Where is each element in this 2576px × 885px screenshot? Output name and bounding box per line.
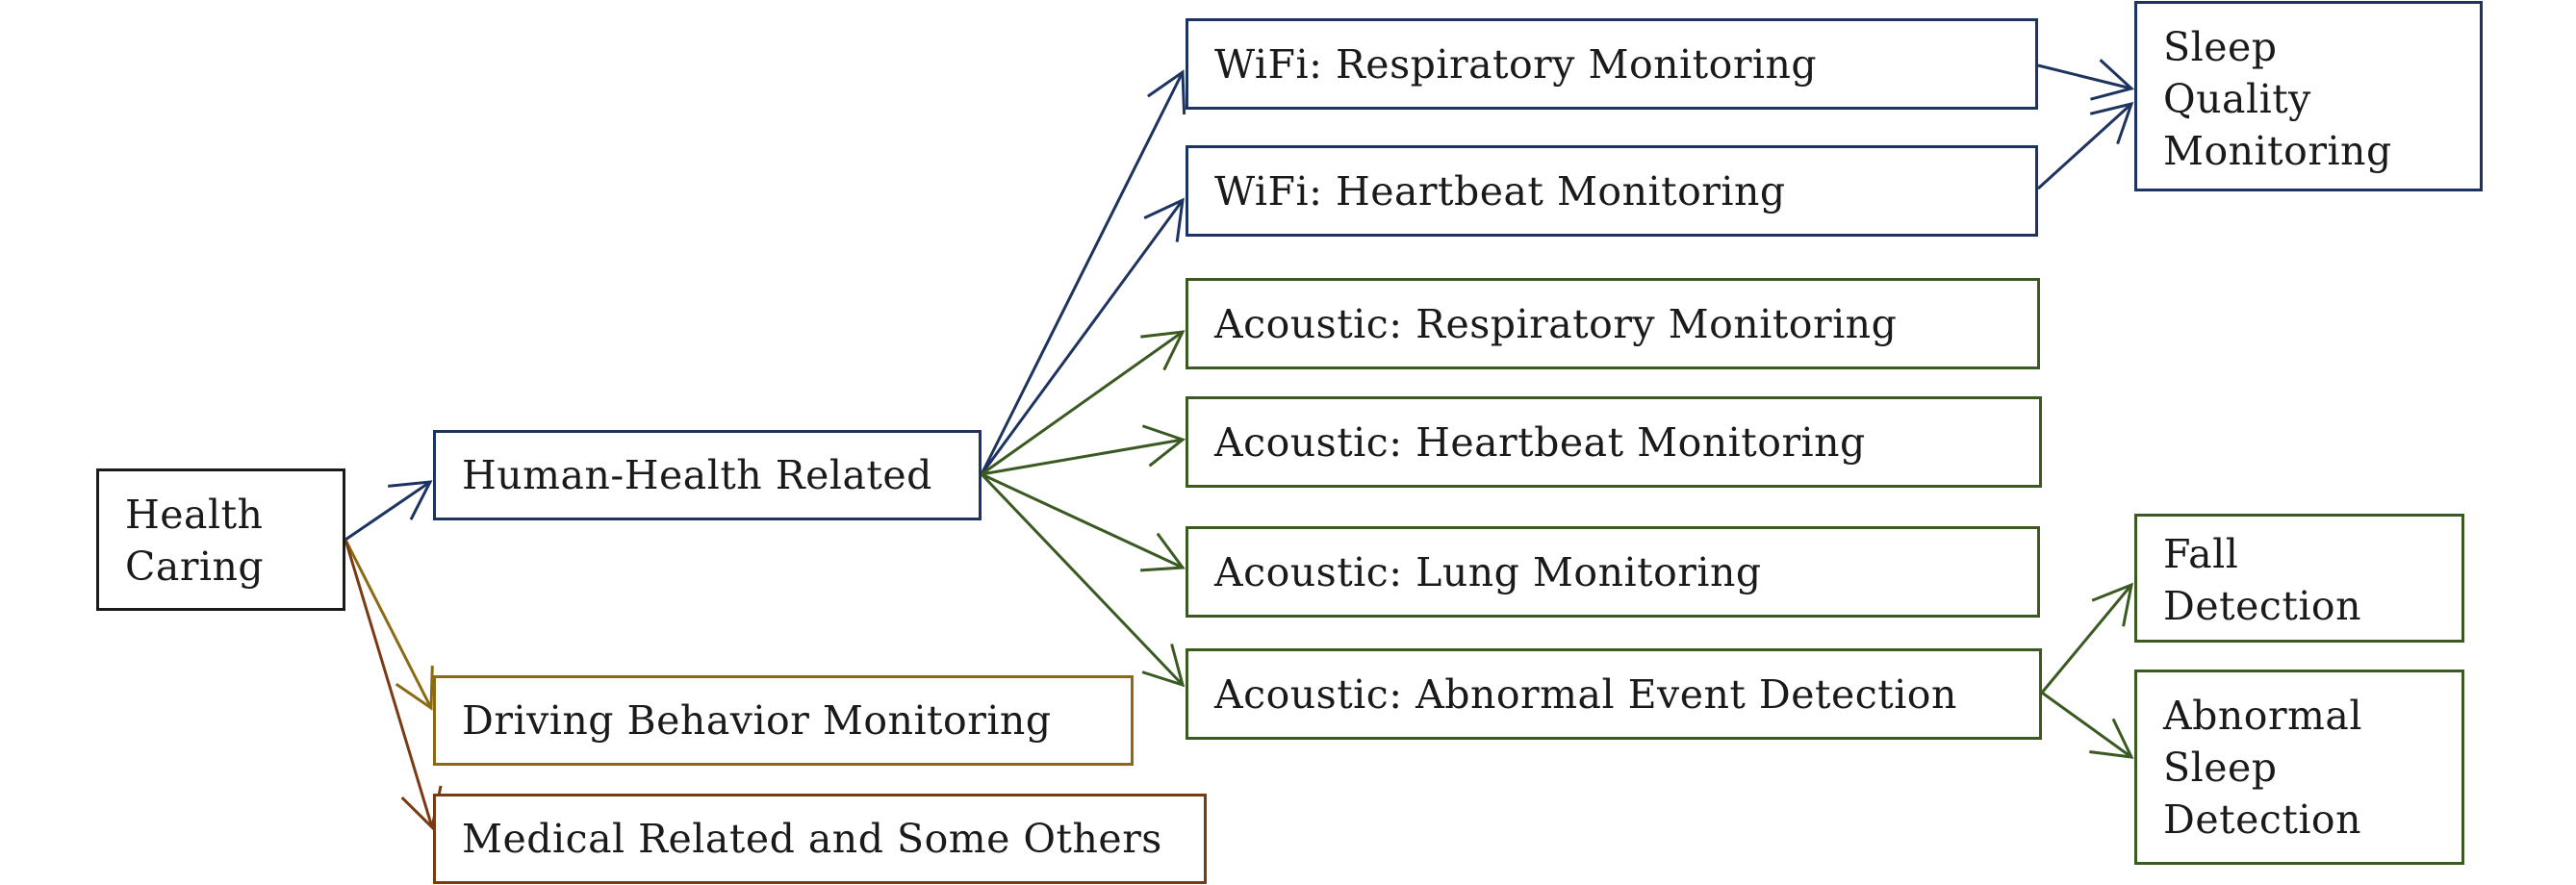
arrowhead-icon (1141, 644, 1186, 688)
node-driving-behavior-label: Driving Behavior Monitoring (462, 697, 1052, 744)
edge-line (2036, 102, 2133, 190)
arrowhead-icon (1140, 330, 1186, 371)
edge-human-health-to-acoustic-heart (981, 424, 1186, 476)
node-wifi-respiratory-label: WiFi: Respiratory Monitoring (1214, 40, 1818, 88)
edge-wifi-heart-to-sleep-quality (2036, 101, 2134, 190)
node-sleep-quality: Sleep Quality Monitoring (2134, 1, 2483, 191)
edge-human-health-to-acoustic-resp (981, 330, 1186, 476)
arrowhead-icon (2089, 101, 2134, 145)
node-wifi-heartbeat-label: WiFi: Heartbeat Monitoring (1214, 167, 1786, 215)
node-driving-behavior: Driving Behavior Monitoring (433, 675, 1134, 766)
edge-line (344, 539, 434, 828)
edge-line (980, 199, 1185, 475)
edge-line (2040, 584, 2133, 694)
node-acoustic-respiratory-label: Acoustic: Respiratory Monitoring (1214, 300, 1898, 347)
edge-health-caring-to-medical (344, 539, 443, 830)
node-fall-detection: Fall Detection (2134, 514, 2464, 643)
arrowhead-icon (388, 480, 433, 520)
edge-line (344, 539, 433, 709)
edge-line (980, 71, 1185, 475)
node-wifi-respiratory: WiFi: Respiratory Monitoring (1186, 18, 2038, 110)
arrowhead-icon (395, 665, 434, 711)
node-acoustic-heartbeat-label: Acoustic: Heartbeat Monitoring (1214, 418, 1866, 466)
edge-wifi-resp-to-sleep-quality (2037, 59, 2135, 101)
edge-health-caring-to-driving (344, 539, 434, 711)
edge-line (980, 472, 1185, 687)
edge-acoustic-abnormal-to-fall-detection (2040, 582, 2133, 694)
edge-human-health-to-acoustic-abnormal (980, 472, 1186, 688)
edge-acoustic-abnormal-to-abnormal-sleep (2041, 691, 2134, 759)
node-medical-related: Medical Related and Some Others (433, 794, 1207, 884)
node-sleep-quality-label: Sleep Quality Monitoring (2163, 24, 2392, 174)
node-human-health-label: Human-Health Related (462, 452, 932, 498)
node-health-caring: Health Caring (96, 468, 345, 611)
edge-line (981, 438, 1184, 476)
node-acoustic-lung-label: Acoustic: Lung Monitoring (1214, 548, 1762, 595)
node-acoustic-abnormal-event-label: Acoustic: Abnormal Event Detection (1214, 670, 1957, 718)
node-acoustic-respiratory: Acoustic: Respiratory Monitoring (1186, 278, 2040, 369)
arrowhead-icon (1139, 532, 1186, 572)
node-acoustic-heartbeat: Acoustic: Heartbeat Monitoring (1186, 396, 2042, 488)
node-medical-related-label: Medical Related and Some Others (462, 816, 1162, 862)
node-health-caring-label: Health Caring (125, 492, 265, 590)
edge-line (981, 330, 1184, 476)
edge-human-health-to-wifi-resp (980, 69, 1186, 475)
node-human-health: Human-Health Related (433, 430, 982, 520)
edge-line (344, 480, 431, 542)
node-fall-detection-label: Fall Detection (2163, 531, 2362, 629)
arrowhead-icon (1143, 197, 1185, 242)
node-acoustic-lung: Acoustic: Lung Monitoring (1186, 526, 2040, 618)
edge-health-caring-to-human-health (344, 480, 433, 542)
arrowhead-icon (2089, 718, 2134, 759)
node-acoustic-abnormal-event: Acoustic: Abnormal Event Detection (1186, 648, 2042, 740)
node-abnormal-sleep-detection-label: Abnormal Sleep Detection (2163, 693, 2362, 843)
arrowhead-icon (1147, 69, 1186, 115)
edge-line (2041, 691, 2132, 759)
arrowhead-icon (2090, 59, 2135, 101)
node-abnormal-sleep-detection: Abnormal Sleep Detection (2134, 670, 2464, 865)
node-wifi-heartbeat: WiFi: Heartbeat Monitoring (1186, 145, 2038, 237)
edge-human-health-to-wifi-heart (980, 197, 1185, 475)
edge-line (981, 472, 1184, 569)
arrowhead-icon (2091, 582, 2133, 627)
edge-human-health-to-acoustic-lung (981, 472, 1186, 572)
arrowhead-icon (1141, 424, 1186, 468)
edge-line (2037, 63, 2132, 90)
